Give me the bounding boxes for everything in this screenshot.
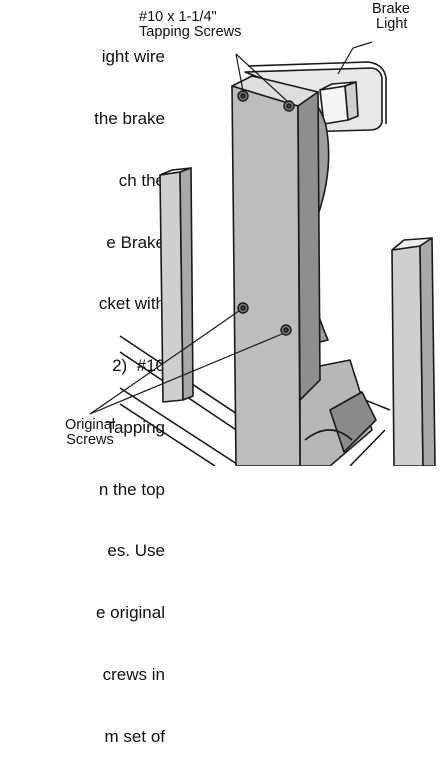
instruction-line: Tapping	[105, 417, 165, 437]
brake-light-label-line1: Brake	[372, 1, 410, 17]
left-post	[159, 167, 194, 403]
lower-support	[299, 359, 377, 466]
brake-light-bracket-illustration	[89, 41, 436, 466]
instruction-line: es. Use	[107, 541, 165, 561]
instruction-line: m set of	[104, 726, 165, 746]
original-screws-callout: Original Screws	[56, 418, 124, 448]
original-screw-middle	[237, 302, 249, 314]
main-bracket	[231, 75, 321, 466]
original-screw-lower	[280, 324, 292, 336]
tapping-screws-name-label: Tapping Screws	[139, 24, 242, 40]
brake-light-label-line2: Light	[376, 16, 408, 32]
instruction-line: n the top	[98, 479, 165, 499]
original-screws-label-line1: Original	[65, 417, 115, 433]
leader-lines	[89, 41, 373, 415]
tapping-screw-top-right	[283, 100, 295, 112]
instruction-line: cket with	[98, 294, 165, 314]
instruction-line: ight wire	[101, 47, 165, 67]
instruction-line: crews in	[102, 665, 165, 684]
instruction-line: e original	[96, 603, 165, 623]
brake-light-callout: Brake Light	[372, 2, 410, 32]
original-screws-label-line2: Screws	[66, 432, 114, 448]
tapping-screw-top-left	[237, 90, 249, 102]
tapping-screws-callout: #10 x 1-1/4" Tapping Screws	[139, 10, 241, 40]
instruction-line: ch the	[118, 170, 165, 190]
tapping-screws-size-label: #10 x 1-1/4"	[139, 9, 217, 25]
instruction-line: the brake	[94, 108, 165, 128]
right-post	[391, 237, 436, 466]
instruction-line: e Brake	[106, 232, 165, 252]
